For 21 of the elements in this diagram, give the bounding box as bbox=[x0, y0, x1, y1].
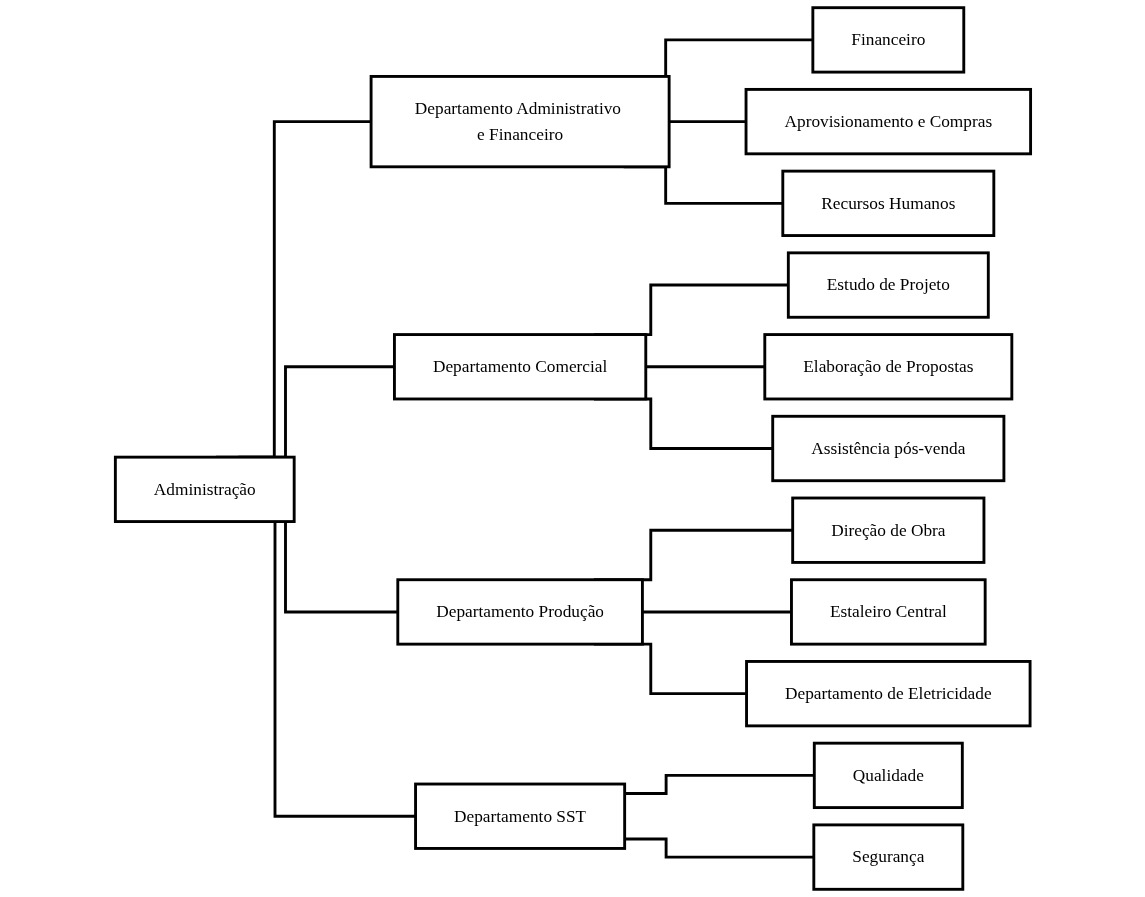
node-box: Departamento Comercial bbox=[392, 333, 647, 401]
node-box: Departamento Produção bbox=[395, 578, 644, 646]
node-box: Recursos Humanos bbox=[780, 169, 995, 237]
node-box: Estudo de Projeto bbox=[786, 251, 990, 319]
node-box: Estaleiro Central bbox=[789, 578, 987, 646]
node-box: Departamento SST bbox=[413, 782, 626, 850]
node-box: Assistência pós-venda bbox=[770, 414, 1005, 483]
connector bbox=[668, 120, 746, 124]
connector bbox=[624, 773, 814, 795]
node-box: Qualidade bbox=[812, 741, 964, 810]
node-box: Administração bbox=[113, 455, 296, 523]
node-box: Aprovisionamento e Compras bbox=[744, 87, 1032, 156]
connector bbox=[624, 837, 814, 859]
node-box: Direção de Obra bbox=[790, 496, 985, 564]
node-box: Elaboração de Propostas bbox=[762, 333, 1013, 401]
connector bbox=[645, 365, 765, 369]
node-box: Departamento de Eletricidade bbox=[744, 660, 1032, 728]
node-box: Financeiro bbox=[810, 6, 965, 74]
connector bbox=[641, 610, 791, 614]
node-box: Departamento Administrativo e Financeiro bbox=[369, 75, 671, 169]
node-box: Segurança bbox=[811, 823, 964, 891]
